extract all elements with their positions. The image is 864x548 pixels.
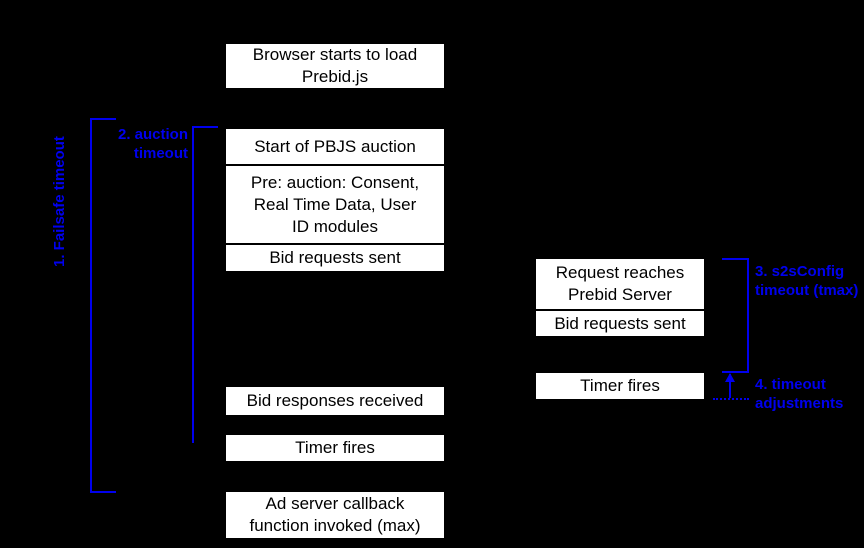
timeout-adjustment-arrow-icon (725, 373, 735, 398)
annotation-timeout-adjustments-label: 4. timeout adjustments (755, 376, 844, 412)
process-box-bid-requests-sent: Bid requests sent (225, 244, 445, 272)
process-box-bid-responses-received: Bid responses received (225, 386, 445, 416)
s2s-bracket-top-tick (722, 258, 749, 260)
annotation-failsafe-timeout-label: 1. Failsafe timeout (51, 136, 68, 267)
process-box-ad-server-callback: Ad server callback function invoked (max… (225, 491, 445, 539)
annotation-s2s-config-timeout-label: 3. s2sConfig timeout (tmax) (755, 263, 859, 299)
process-box-browser-load: Browser starts to load Prebid.js (225, 43, 445, 89)
timeout-adjustment-baseline (713, 398, 749, 400)
process-box-timer-fires-client: Timer fires (225, 434, 445, 462)
failsafe-bracket-bottom-tick (90, 491, 116, 493)
failsafe-bracket-spine (90, 118, 92, 493)
s2s-bracket-bottom-tick (722, 371, 749, 373)
failsafe-bracket-top-tick (90, 118, 116, 120)
auction-timeout-bracket-spine (192, 126, 194, 443)
s2s-bracket-spine (747, 258, 749, 373)
auction-timeout-bracket-top-tick (192, 126, 218, 128)
process-box-pre-auction: Pre: auction: Consent, Real Time Data, U… (225, 165, 445, 244)
process-box-auction-start: Start of PBJS auction (225, 128, 445, 165)
annotation-auction-timeout-label: 2. auction timeout (117, 126, 188, 162)
process-box-request-reaches-server: Request reaches Prebid Server (535, 258, 705, 310)
process-box-timer-fires-server: Timer fires (535, 372, 705, 400)
process-box-server-bid-requests-sent: Bid requests sent (535, 310, 705, 337)
